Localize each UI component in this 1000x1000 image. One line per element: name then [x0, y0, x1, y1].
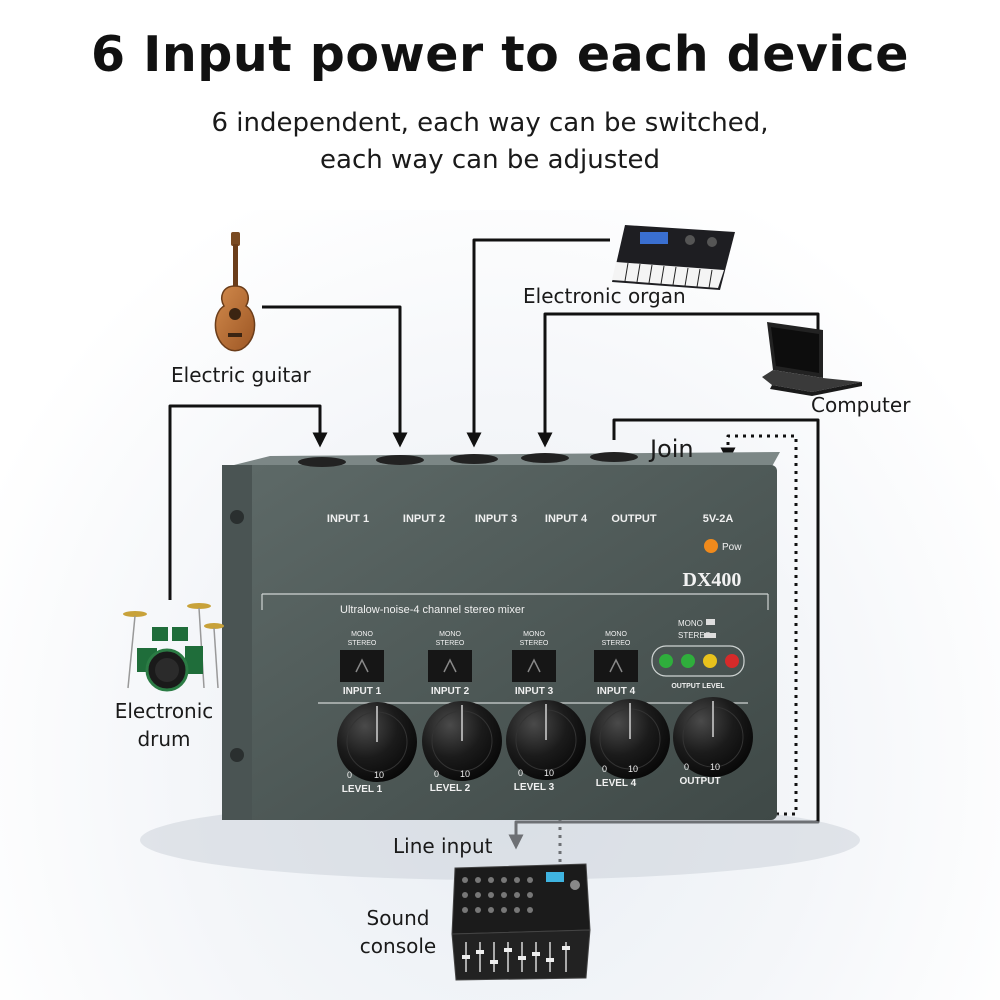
- switch-caret-icon: [609, 658, 623, 673]
- knob-level-1: 0 10 LEVEL 1: [337, 702, 417, 795]
- switch-2: MONO STEREO INPUT 2: [428, 631, 472, 697]
- svg-text:10: 10: [628, 764, 638, 774]
- label-computer: Computer: [811, 393, 911, 417]
- svg-text:OUTPUT LEVEL: OUTPUT LEVEL: [671, 683, 725, 690]
- jack-label-input-4: INPUT 4: [545, 513, 588, 525]
- svg-text:0: 0: [684, 762, 689, 772]
- jack-label-input-1: INPUT 1: [327, 513, 369, 525]
- svg-text:LEVEL 3: LEVEL 3: [514, 782, 555, 793]
- mode-switch-4[interactable]: [594, 650, 638, 682]
- subtitle-line-2: each way can be adjusted: [320, 145, 660, 175]
- cable-organ-input-3: [466, 238, 610, 448]
- svg-text:10: 10: [710, 762, 720, 772]
- svg-text:LEVEL 4: LEVEL 4: [596, 778, 637, 789]
- label-electronic-organ: Electronic organ: [523, 284, 686, 308]
- label-drum-line-1: Electronic: [114, 699, 214, 723]
- svg-text:STEREO: STEREO: [520, 640, 549, 647]
- meter-led-4: [725, 654, 739, 668]
- power-led: [704, 539, 718, 553]
- switch-4: MONO STEREO INPUT 4: [594, 631, 638, 697]
- switch-caret-icon: [355, 658, 369, 673]
- svg-text:INPUT 4: INPUT 4: [597, 686, 636, 697]
- jack-label-input-3: INPUT 3: [475, 513, 517, 525]
- top-jacks: [298, 452, 638, 467]
- mode-switch-3[interactable]: [512, 650, 556, 682]
- knob-group: 0 10 LEVEL 1 0 10 LEVEL 2 0 10 LEVEL 3: [337, 697, 753, 795]
- svg-text:MONO: MONO: [605, 631, 627, 638]
- svg-text:0: 0: [518, 768, 523, 778]
- keyboard-icon: [612, 225, 735, 290]
- svg-text:10: 10: [544, 768, 554, 778]
- label-console-line-1: Sound: [366, 906, 430, 930]
- svg-text:MONO: MONO: [678, 619, 703, 628]
- subtitle-line-1: 6 independent, each way can be switched,: [211, 108, 769, 138]
- svg-text:STEREO: STEREO: [678, 631, 711, 640]
- switch-caret-icon: [527, 658, 541, 673]
- meter-led-3: [703, 654, 717, 668]
- sound-console-icon: [451, 863, 591, 981]
- svg-text:INPUT 3: INPUT 3: [515, 686, 554, 697]
- svg-text:INPUT 1: INPUT 1: [343, 686, 382, 697]
- cable-drum-input-1: [168, 404, 328, 600]
- mode-switch-2[interactable]: [428, 650, 472, 682]
- knob-level-2: 0 10 LEVEL 2: [422, 701, 502, 794]
- model-name: DX400: [683, 569, 742, 591]
- mixer-banner: Ultralow-noise-4 channel stereo mixer: [340, 604, 525, 616]
- power-led-label: Pow: [722, 542, 742, 553]
- meter-led-2: [681, 654, 695, 668]
- svg-text:0: 0: [434, 769, 439, 779]
- label-electronic-drum: Electronic drum: [104, 697, 224, 753]
- svg-text:STEREO: STEREO: [602, 640, 631, 647]
- mode-switch-1[interactable]: [340, 650, 384, 682]
- screw-icon: [230, 748, 244, 762]
- label-console-line-2: console: [359, 934, 437, 958]
- svg-text:0: 0: [602, 764, 607, 774]
- svg-text:STEREO: STEREO: [436, 640, 465, 647]
- guitar-icon: [214, 232, 256, 352]
- svg-text:10: 10: [460, 769, 470, 779]
- mixer-unit: INPUT 1 INPUT 2 INPUT 3 INPUT 4 OUTPUT 5…: [140, 452, 860, 880]
- switch-1: MONO STEREO INPUT 1: [340, 631, 384, 697]
- svg-text:STEREO: STEREO: [348, 640, 377, 647]
- svg-text:10: 10: [374, 770, 384, 780]
- svg-text:LEVEL 2: LEVEL 2: [430, 783, 471, 794]
- jack-label-output: OUTPUT: [611, 513, 657, 525]
- svg-text:MONO: MONO: [351, 631, 373, 638]
- switch-3: MONO STEREO INPUT 3: [512, 631, 556, 697]
- cable-lines: [168, 238, 820, 862]
- svg-text:MONO: MONO: [439, 631, 461, 638]
- page-title: 6 Input power to each device: [91, 26, 909, 83]
- drum-kit-icon: [123, 603, 224, 692]
- svg-text:INPUT 2: INPUT 2: [431, 686, 470, 697]
- label-join: Join: [650, 435, 694, 463]
- output-meter: MONO STEREO OUTPUT LEVEL: [651, 619, 745, 690]
- svg-text:LEVEL 1: LEVEL 1: [342, 784, 383, 795]
- svg-text:MONO: MONO: [523, 631, 545, 638]
- laptop-icon: [762, 322, 862, 396]
- label-electric-guitar: Electric guitar: [171, 363, 311, 387]
- meter-led-1: [659, 654, 673, 668]
- knob-level-3: 0 10 LEVEL 3: [506, 700, 586, 793]
- knob-level-4: 0 10 LEVEL 4: [590, 699, 670, 789]
- svg-text:0: 0: [347, 770, 352, 780]
- power-spec: 5V-2A: [703, 513, 734, 525]
- knob-output: 0 10 OUTPUT: [673, 697, 753, 787]
- svg-text:OUTPUT: OUTPUT: [679, 776, 720, 787]
- label-line-input: Line input: [393, 834, 493, 858]
- screw-icon: [230, 510, 244, 524]
- label-sound-console: Sound console: [350, 904, 446, 960]
- jack-label-input-2: INPUT 2: [403, 513, 445, 525]
- cable-guitar-input-2: [262, 305, 408, 448]
- label-drum-line-2: drum: [137, 727, 191, 751]
- cable-computer-input-4: [537, 312, 820, 448]
- switch-caret-icon: [443, 658, 457, 673]
- switch-group: MONO STEREO INPUT 1 MONO STEREO INPUT 2 …: [340, 631, 638, 697]
